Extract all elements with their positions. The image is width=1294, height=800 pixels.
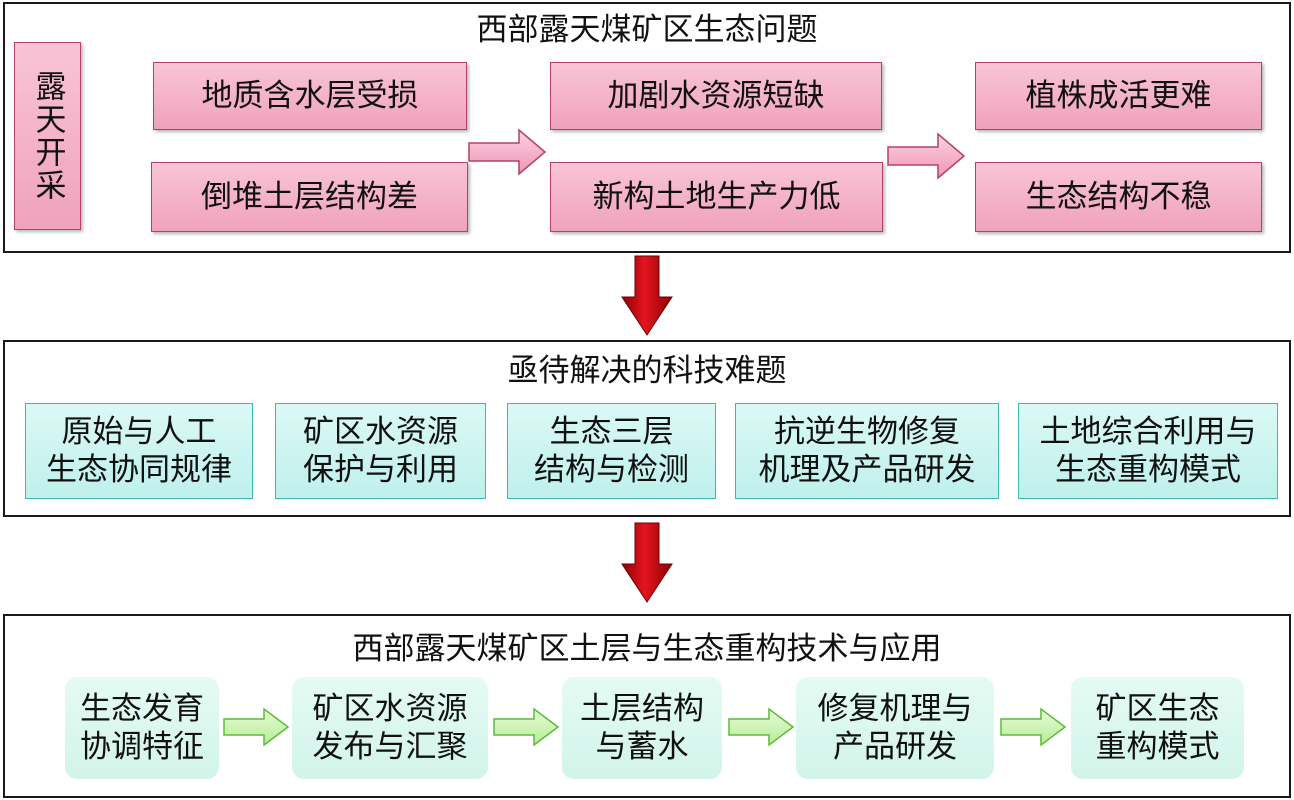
box-label-line1: 原始与人工 — [61, 414, 217, 450]
tech-box: 生态发育 协调特征 — [65, 677, 219, 779]
problem-box: 生态结构不稳 — [975, 162, 1262, 232]
box-label-line1: 生态发育 — [80, 691, 204, 727]
green-right-arrow-icon — [728, 707, 795, 747]
red-down-arrow-icon — [621, 522, 673, 603]
box-label-line1: 土层结构 — [580, 691, 704, 727]
tech-challenges-panel: 亟待解决的科技难题 原始与人工 生态协同规律 矿区水资源 保护与利用 生态三层 … — [3, 340, 1291, 517]
problem-box: 地质含水层受损 — [153, 62, 467, 130]
panel-title: 西部露天煤矿区生态问题 — [476, 12, 818, 48]
tech-box: 矿区水资源 发布与汇聚 — [292, 677, 488, 779]
problem-box: 倒堆土层结构差 — [151, 162, 468, 232]
challenge-box: 矿区水资源 保护与利用 — [275, 403, 486, 499]
pink-right-arrow-icon — [468, 128, 547, 176]
problem-box: 加剧水资源短缺 — [550, 62, 882, 130]
open-pit-mining-box: 露天开采 — [14, 42, 81, 230]
red-down-arrow-icon — [621, 255, 673, 336]
tech-box: 矿区生态 重构模式 — [1071, 677, 1244, 779]
box-label: 植株成活更难 — [1025, 78, 1212, 114]
green-right-arrow-icon — [1000, 707, 1067, 747]
box-label: 倒堆土层结构差 — [201, 179, 418, 215]
ecology-problems-panel: 西部露天煤矿区生态问题 露天开采 地质含水层受损 倒堆土层结构差 加剧水资源短缺… — [3, 2, 1291, 253]
box-label-line1: 矿区水资源 — [303, 414, 458, 450]
box-label-line2: 生态重构模式 — [1055, 452, 1241, 488]
tech-box: 修复机理与 产品研发 — [796, 677, 994, 779]
challenge-box: 原始与人工 生态协同规律 — [25, 403, 253, 499]
box-label: 地质含水层受损 — [201, 78, 419, 114]
box-label-line2: 重构模式 — [1095, 729, 1220, 765]
box-label-line1: 修复机理与 — [817, 691, 973, 727]
box-label-line2: 产品研发 — [833, 729, 957, 765]
challenge-box: 生态三层 结构与检测 — [507, 403, 716, 499]
box-label-line2: 协调特征 — [80, 729, 204, 765]
box-label: 生态结构不稳 — [1025, 179, 1212, 215]
pink-right-arrow-icon — [887, 132, 966, 180]
green-right-arrow-icon — [223, 707, 290, 747]
box-label-line2: 与蓄水 — [595, 729, 689, 765]
box-label-line2: 结构与检测 — [534, 452, 689, 488]
box-label: 加剧水资源短缺 — [607, 78, 825, 114]
green-right-arrow-icon — [493, 707, 560, 747]
box-label-line2: 生态协同规律 — [46, 452, 232, 488]
side-label: 露天开采 — [29, 70, 66, 202]
box-label-line2: 机理及产品研发 — [758, 452, 976, 488]
box-label-line1: 生态三层 — [549, 414, 674, 450]
panel-title: 西部露天煤矿区土层与生态重构技术与应用 — [352, 631, 942, 667]
challenge-box: 抗逆生物修复 机理及产品研发 — [735, 403, 999, 499]
problem-box: 植株成活更难 — [975, 62, 1262, 130]
box-label-line2: 保护与利用 — [303, 452, 458, 488]
box-label-line1: 矿区水资源 — [312, 691, 468, 727]
reconstruction-tech-panel: 西部露天煤矿区土层与生态重构技术与应用 生态发育 协调特征 矿区水资源 发布与汇… — [3, 614, 1291, 798]
box-label-line1: 土地综合利用与 — [1039, 414, 1257, 450]
box-label-line1: 抗逆生物修复 — [774, 414, 960, 450]
challenge-box: 土地综合利用与 生态重构模式 — [1018, 403, 1278, 499]
box-label-line1: 矿区生态 — [1095, 691, 1220, 727]
tech-box: 土层结构 与蓄水 — [562, 677, 722, 779]
box-label: 新构土地生产力低 — [592, 179, 841, 215]
problem-box: 新构土地生产力低 — [550, 162, 883, 232]
box-label-line2: 发布与汇聚 — [312, 729, 468, 765]
panel-title: 亟待解决的科技难题 — [507, 353, 787, 389]
